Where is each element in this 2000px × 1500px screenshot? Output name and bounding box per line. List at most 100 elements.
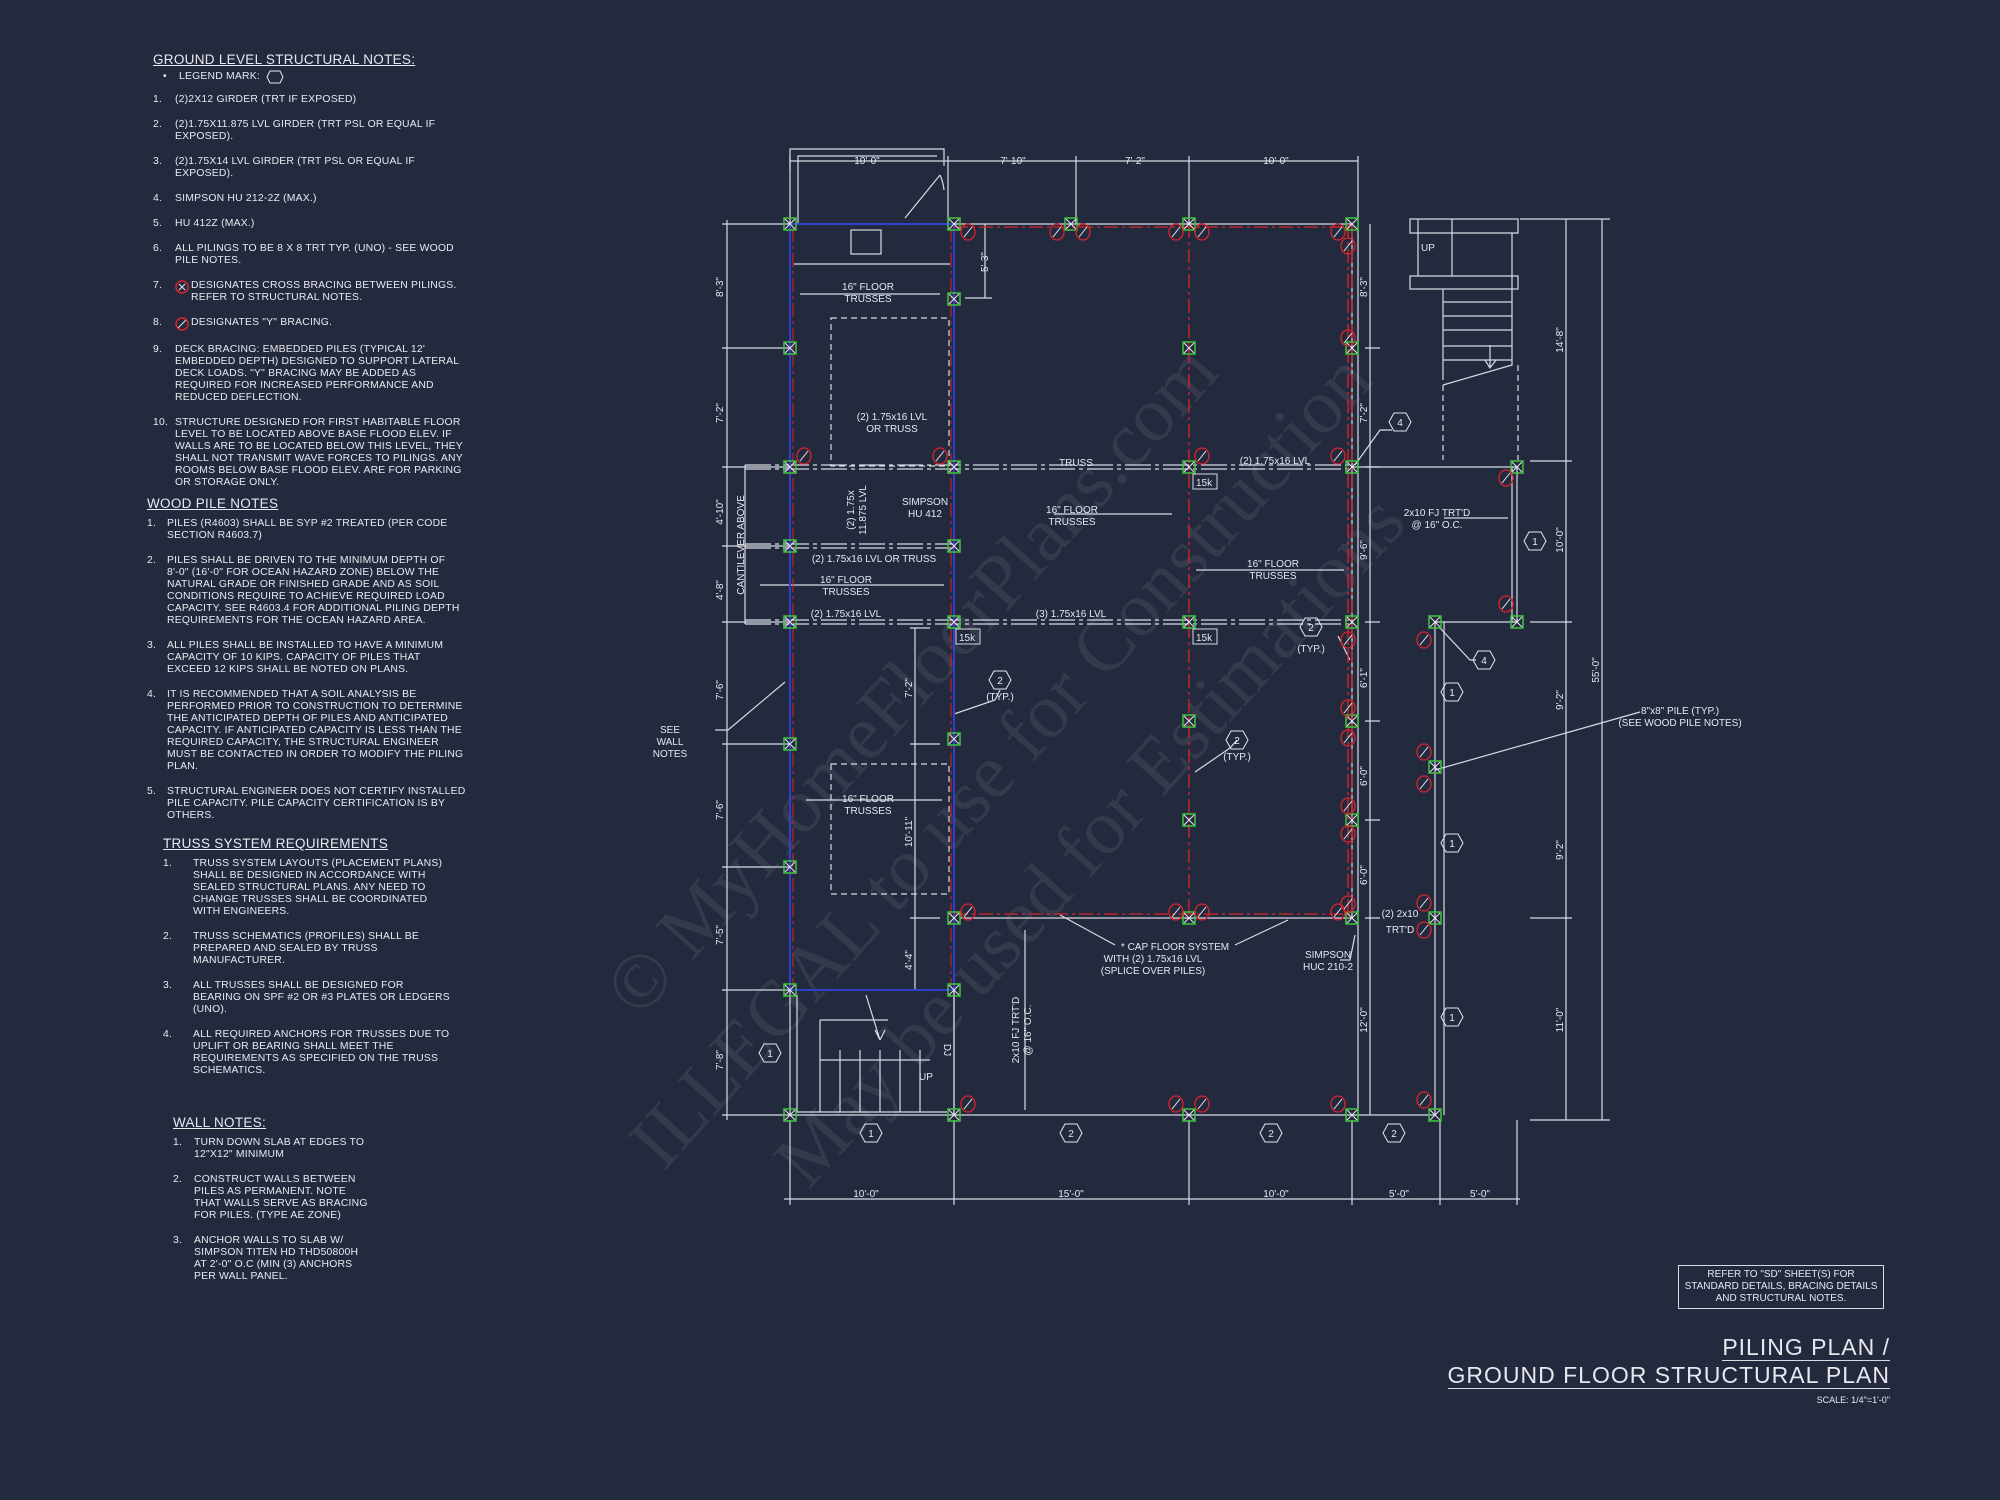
y-bracing-marker <box>1340 797 1356 815</box>
y-bracing-marker <box>1416 894 1432 912</box>
span-arrows <box>760 293 1508 1110</box>
typ-label: (TYP.) <box>1297 644 1325 655</box>
pile-marker <box>947 217 961 231</box>
piles <box>783 217 1524 1122</box>
joist-label: @ 16" O.C. <box>1412 520 1463 531</box>
dim-label: 7'-2" <box>1125 156 1145 167</box>
interior-dim-5-3 <box>965 224 992 299</box>
y-bracing-marker <box>1416 921 1432 939</box>
hex-mark: 1 <box>1440 682 1464 702</box>
beam-label: (2) 1.75x16 LVL <box>811 609 882 620</box>
hex-mark-label: 2 <box>997 676 1003 687</box>
hex-mark: 2 <box>988 670 1012 690</box>
dim-label: 12'-0" <box>1359 1007 1370 1033</box>
pile-marker <box>1345 615 1359 629</box>
callout-label: SIMPSON <box>1305 950 1351 961</box>
y-bracing-marker <box>1194 1095 1210 1113</box>
pile-marker <box>783 860 797 874</box>
callout-label: WITH (2) 1.75x16 LVL <box>1104 954 1203 965</box>
note-item: 7. DESIGNATES CROSS BRACING BETWEEN PILI… <box>153 280 457 303</box>
pile-marker <box>1510 615 1524 629</box>
y-bracing-marker <box>1416 743 1432 761</box>
pile-marker <box>1428 1108 1442 1122</box>
note-item: 3.(2)1.75x14 LVL GIRDER (TRT PSL OR EQUA… <box>153 156 415 179</box>
wood-pile-notes: WOOD PILE NOTES 1.PILES (R4603) SHALL BE… <box>147 496 467 835</box>
dim-label: 7'-10" <box>1000 156 1026 167</box>
y-bracing-marker <box>960 1095 976 1113</box>
typ-label: (TYP.) <box>1223 752 1251 763</box>
floor-trusses-label: 16" FLOOR <box>820 575 872 586</box>
joist-label: 2x10 FJ TRT'D <box>1011 997 1022 1064</box>
pile-marker <box>1345 460 1359 474</box>
y-bracing-marker <box>1340 699 1356 717</box>
y-braces <box>796 223 1514 1113</box>
dim-label: 7'-6" <box>715 680 726 700</box>
floor-trusses-label: 16" FLOOR <box>842 794 894 805</box>
hex-mark: 1 <box>758 1043 782 1063</box>
y-bracing-marker <box>1194 447 1210 465</box>
beam-label: (2) 1.75x16 LVL OR TRUSS <box>812 554 937 565</box>
dim-label: 7'-5" <box>715 925 726 945</box>
pile-marker <box>947 292 961 306</box>
load-label: 15k <box>959 633 976 644</box>
hex-mark-label: 1 <box>1532 537 1538 548</box>
joist-label: @ 16" O.C. <box>1023 1005 1034 1056</box>
note-item: 6.ALL PILINGS TO BE 8 x 8 TRT TYP. (UNO)… <box>153 243 454 266</box>
note-item: 10.STRUCTURE DESIGNED FOR FIRST HABITABL… <box>153 417 463 488</box>
pile-marker <box>1182 460 1196 474</box>
dim-label: 4'-10" <box>715 499 726 525</box>
dim-label: 14'-8" <box>1555 327 1566 353</box>
y-bracing-marker <box>1340 329 1356 347</box>
drawing-scale: SCALE: 1/4"=1'-0" <box>1816 1395 1890 1405</box>
note-item: 2.PILES SHALL BE DRIVEN TO THE MINIMUM D… <box>147 555 460 626</box>
pile-marker <box>947 539 961 553</box>
dim-label: 6'-0" <box>1359 766 1370 786</box>
note-item: 5.STRUCTURAL ENGINEER DOES NOT CERTIFY I… <box>147 786 466 821</box>
left-dimension-line <box>722 220 790 1120</box>
pile-marker <box>1182 217 1196 231</box>
refer-note-box: REFER TO "SD" SHEET(S) FOR STANDARD DETA… <box>1678 1265 1884 1309</box>
dim-label: 8'-3" <box>715 277 726 297</box>
y-bracing-marker <box>1194 223 1210 241</box>
wall-notes: WALL NOTES: 1.TURN DOWN SLAB AT EDGES TO… <box>173 1116 373 1296</box>
note-item: 1.TRUSS SYSTEM LAYOUTS (PLACEMENT PLANS)… <box>163 858 443 917</box>
load-label: 15k <box>1196 633 1213 644</box>
y-bracing-marker <box>1416 1091 1432 1109</box>
hex-mark: 2 <box>1382 1123 1406 1143</box>
note-item: 1.PILES (R4603) SHALL BE SYP #2 TREATED … <box>147 518 448 541</box>
beam-label: (2) 1.75x16 LVL <box>1240 456 1311 467</box>
y-bracing-marker <box>1330 903 1346 921</box>
hanger-label: HU 412 <box>908 509 942 520</box>
hex-mark-label: 1 <box>868 1129 874 1140</box>
hex-mark-label: 1 <box>1449 688 1455 699</box>
notes-title: WOOD PILE NOTES <box>147 496 279 511</box>
pile-marker <box>783 217 797 231</box>
hex-mark-label: 4 <box>1481 656 1487 667</box>
notes-title: TRUSS SYSTEM REQUIREMENTS <box>163 836 389 851</box>
beam-label: OR TRUSS <box>866 424 918 435</box>
right-inner-dimension-line <box>1365 224 1380 1115</box>
beam-label: (2) 1.75x16 LVL <box>857 412 928 423</box>
y-bracing-marker <box>1330 223 1346 241</box>
top-dimension-line <box>789 156 1359 230</box>
floor-trusses-label: TRUSSES <box>844 294 892 305</box>
callout-label: WALL <box>657 737 684 748</box>
pile-marker <box>1345 217 1359 231</box>
landing-outline <box>789 148 945 224</box>
pile-marker <box>1182 911 1196 925</box>
notes-title: GROUND LEVEL STRUCTURAL NOTES: <box>153 52 416 67</box>
pile-marker <box>783 615 797 629</box>
pile-marker <box>1428 615 1442 629</box>
hex-mark-label: 2 <box>1268 1129 1274 1140</box>
callout-label: 8"x8" PILE (TYP.) <box>1641 706 1719 717</box>
dim-label: 7'-2" <box>904 678 915 698</box>
pile-marker <box>1345 813 1359 827</box>
truss-system-notes: TRUSS SYSTEM REQUIREMENTS 1.TRUSS SYSTEM… <box>163 836 453 1090</box>
y-bracing-marker <box>1194 903 1210 921</box>
y-bracing-marker <box>1416 631 1432 649</box>
pile-marker <box>1510 460 1524 474</box>
hex-mark: 1 <box>1440 1007 1464 1027</box>
note-item: 2.TRUSS SCHEMATICS (PROFILES) SHALL BE P… <box>163 931 420 966</box>
y-bracing-marker <box>932 447 948 465</box>
